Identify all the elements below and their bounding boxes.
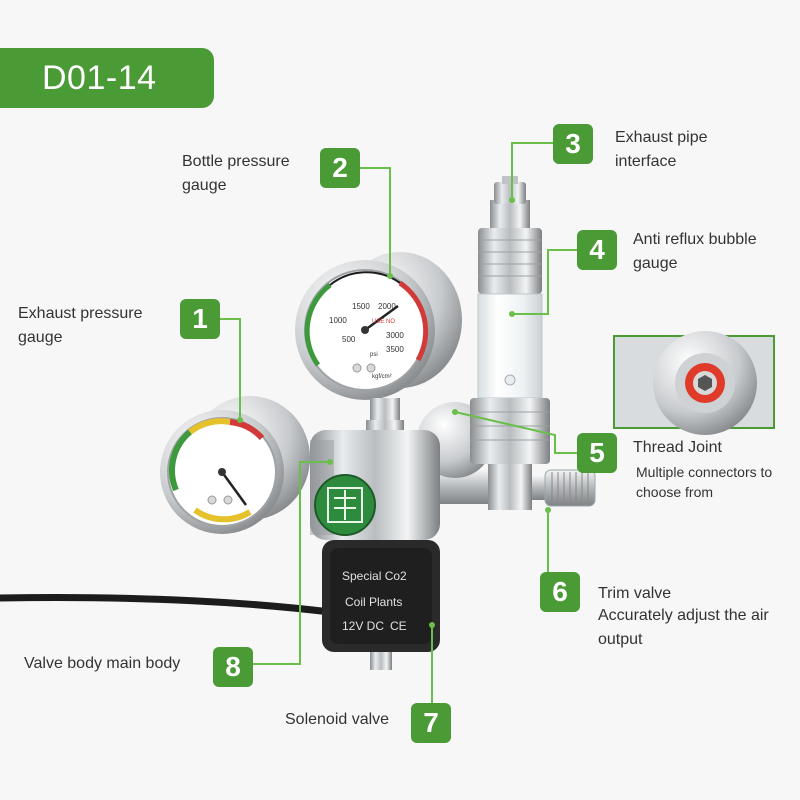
model-title: D01-14 (0, 48, 214, 108)
callout-number-1: 1 (180, 299, 220, 339)
thread-joint-inset (613, 331, 775, 435)
callout-number-5: 5 (577, 433, 617, 473)
callout-number-4: 4 (577, 230, 617, 270)
exhaust-pipe-interface (494, 176, 526, 204)
callout-number-6: 6 (540, 572, 580, 612)
exhaust-pressure-gauge (160, 396, 310, 534)
svg-text:500: 500 (342, 335, 356, 344)
svg-text:kgf/cm²: kgf/cm² (372, 374, 392, 380)
callout-number-7: 7 (411, 703, 451, 743)
callout-label-bottle-pressure-gauge: Bottle pressure gauge (182, 153, 290, 194)
callout-label-valve-body: Valve body main body (24, 655, 181, 672)
callout-number-8: 8 (213, 647, 253, 687)
callout-label-trim-valve: Trim valve (598, 585, 672, 602)
svg-text:USE NO: USE NO (372, 319, 395, 325)
svg-text:3000: 3000 (386, 331, 404, 340)
svg-text:2000: 2000 (378, 302, 396, 311)
callout-label-solenoid-valve: Solenoid valve (285, 711, 390, 728)
svg-text:Special Co2: Special Co2 (342, 569, 407, 583)
callout-sublabel-trim-valve: Accurately adjust the air output (598, 607, 769, 648)
callout-label-thread-joint: Thread Joint (633, 439, 722, 456)
bottle-pressure-gauge: 500 1000 1500 2000 3000 3500 USE NO psi … (295, 260, 435, 400)
svg-text:1000: 1000 (329, 316, 347, 325)
svg-text:12V DC: 12V DC (342, 619, 384, 633)
brand-logo-badge (314, 474, 376, 536)
svg-text:psi: psi (370, 352, 378, 358)
anti-reflux-bubble-gauge (470, 200, 550, 510)
power-cable (0, 594, 331, 616)
svg-text:Coil Plants: Coil Plants (345, 595, 402, 609)
callout-sublabel-thread-joint: Multiple connectors to choose from (636, 464, 773, 500)
solenoid-valve-block: Special Co2 Coil Plants 12V DC CE (322, 540, 440, 670)
svg-text:3500: 3500 (386, 345, 404, 354)
callout-number-2: 2 (320, 148, 360, 188)
callout-number-3: 3 (553, 124, 593, 164)
callout-label-anti-reflux-bubble-gauge: Anti reflux bubble gauge (633, 231, 757, 272)
callout-label-exhaust-pressure-gauge: Exhaust pressure gauge (18, 305, 143, 346)
svg-text:CE: CE (390, 619, 407, 633)
svg-text:1500: 1500 (352, 302, 370, 311)
callout-label-exhaust-pipe-interface: Exhaust pipe interface (615, 129, 708, 170)
